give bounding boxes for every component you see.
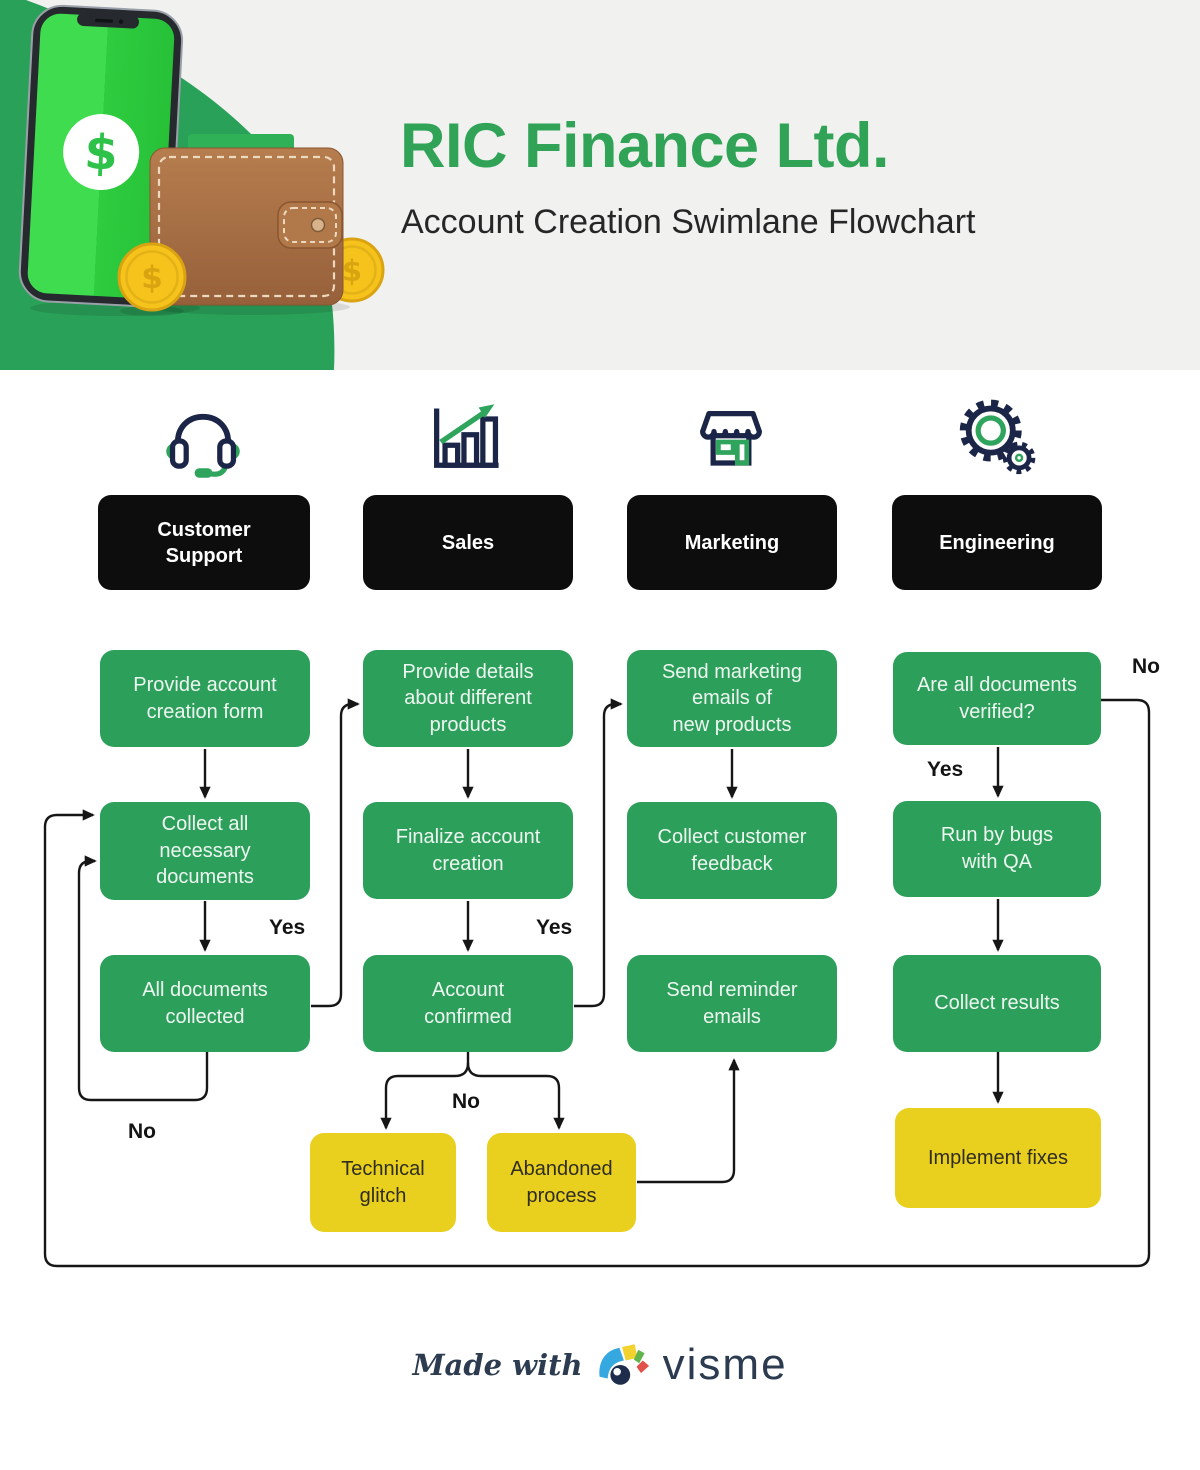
storefront-icon (700, 411, 762, 466)
flow-node-send-marketing-emails: Send marketing emails of new products (627, 650, 837, 747)
edge-s3-t2-no (466, 1062, 565, 1130)
flow-node-finalize-account-creation: Finalize account creation (363, 802, 573, 899)
flow-node-collect-customer-feedback: Collect customer feedback (627, 802, 837, 899)
edge-cs3-s1-yes (311, 698, 360, 1008)
hero-banner: $ $ $ (0, 0, 1200, 370)
gears-icon (959, 399, 1036, 475)
flow-node-collect-results: Collect results (893, 955, 1101, 1052)
flow-node-run-by-bugs-with-qa: Run by bugs with QA (893, 801, 1101, 897)
flow-node-provide-details-about-products: Provide details about different products (363, 650, 573, 747)
finance-illustration: $ $ $ (0, 0, 385, 370)
flow-node-all-documents-collected: All documents collected (100, 955, 310, 1052)
phone-illustration: $ (18, 4, 184, 308)
made-with-text: Made with (412, 1348, 583, 1382)
headset-icon (166, 413, 240, 478)
flow-node-provide-account-creation-form: Provide account creation form (100, 650, 310, 747)
wallet-illustration (149, 134, 344, 306)
svg-text:$: $ (141, 260, 163, 296)
lane-header-marketing: Marketing (627, 495, 837, 590)
svg-text:$: $ (342, 254, 362, 288)
edge-label-no: No (1132, 655, 1160, 678)
edge-label-no: No (452, 1090, 480, 1113)
page-subtitle: Account Creation Swimlane Flowchart (401, 203, 976, 241)
lane-header-sales: Sales (363, 495, 573, 590)
visme-wordmark: visme (662, 1340, 788, 1389)
flow-node-are-all-documents-verified: Are all documents verified? (893, 652, 1101, 745)
flow-node-send-reminder-emails: Send reminder emails (627, 955, 837, 1052)
edge-label-yes: Yes (269, 916, 306, 939)
lane-header-customer-support: Customer Support (98, 495, 310, 590)
page-title: RIC Finance Ltd. (400, 111, 890, 181)
lane-header-engineering: Engineering (892, 495, 1102, 590)
visme-logo-icon (599, 1344, 649, 1385)
edge-label-yes: Yes (536, 916, 573, 939)
flow-node-collect-all-necessary-documents: Collect all necessary documents (100, 802, 310, 900)
bar-chart-icon (434, 404, 499, 468)
flow-node-abandoned-process: Abandoned process (487, 1133, 636, 1232)
flow-node-account-confirmed: Account confirmed (363, 955, 573, 1052)
edge-s3-m1-yes (574, 698, 623, 1008)
gold-coin-left: $ (117, 242, 187, 316)
flow-node-technical-glitch: Technical glitch (310, 1133, 456, 1232)
phone-dollar-sign: $ (83, 124, 119, 182)
edge-label-no: No (128, 1120, 156, 1143)
flow-node-implement-fixes: Implement fixes (895, 1108, 1101, 1208)
footer-credit: Made with visme (0, 1342, 1200, 1388)
edge-t2-m3 (637, 1058, 740, 1184)
edge-label-yes: Yes (927, 758, 964, 781)
